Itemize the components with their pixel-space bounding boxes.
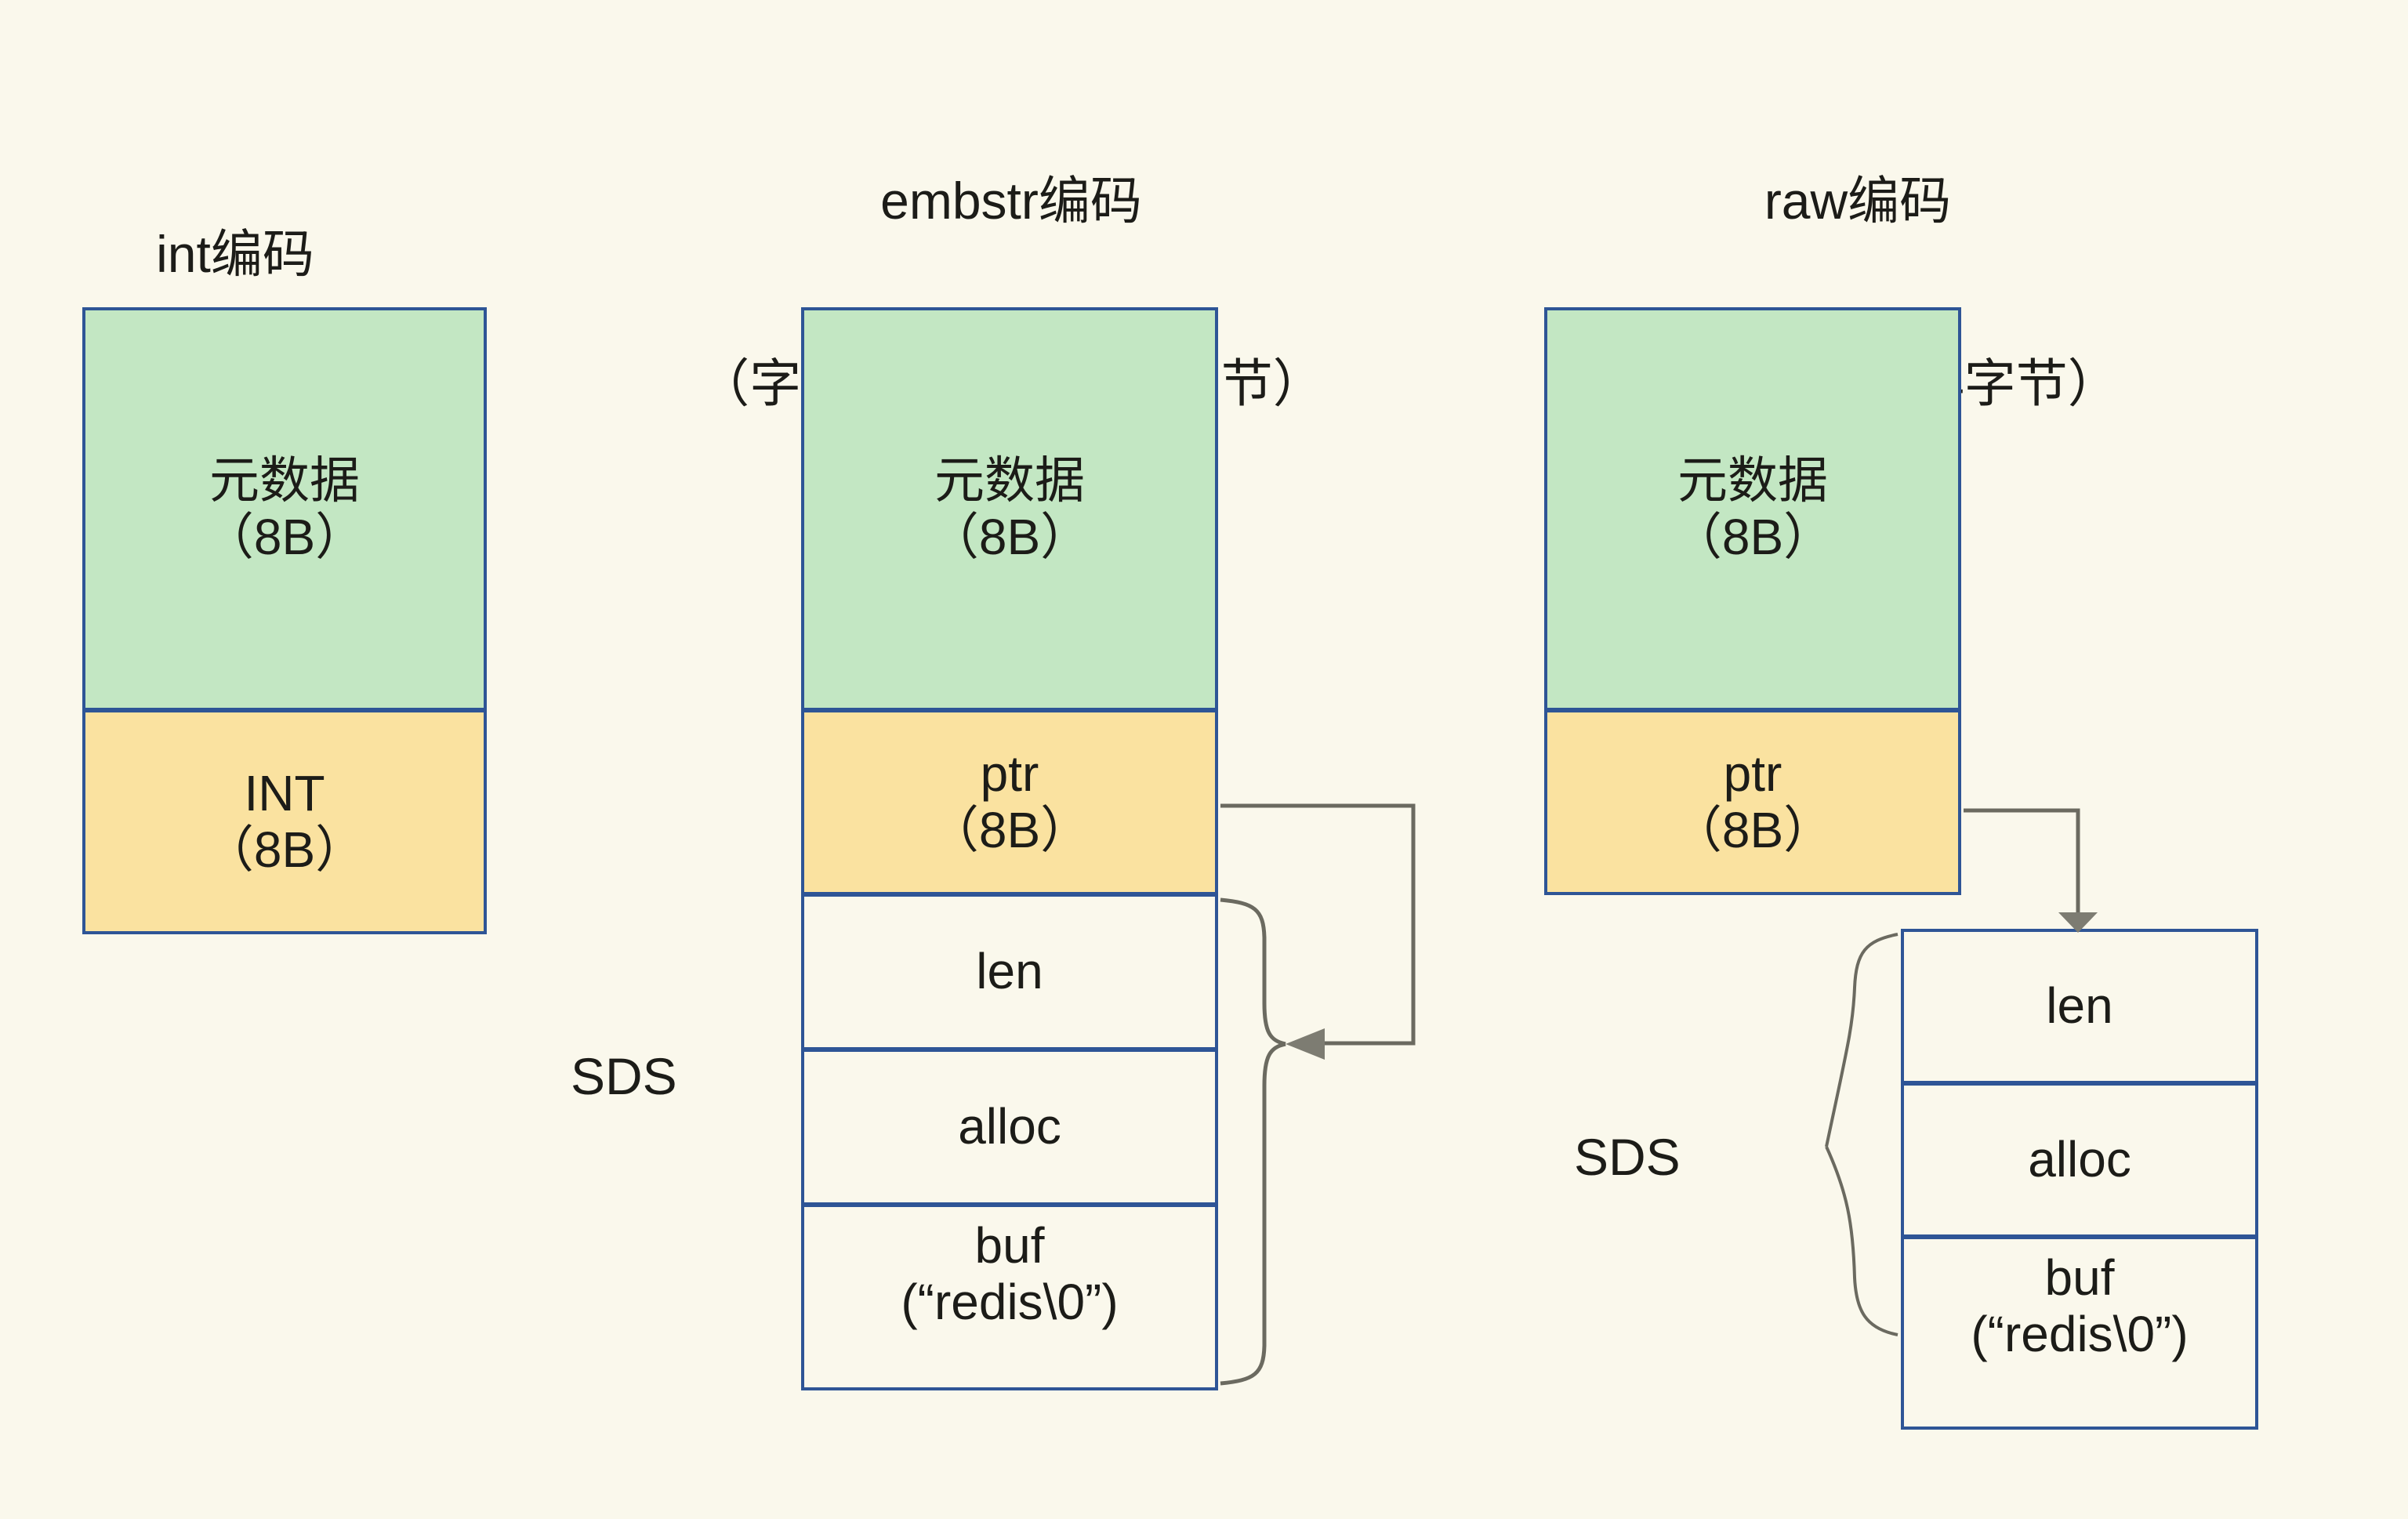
embstr-ptr-size: （8B）: [928, 801, 1091, 858]
raw-ptr-size: （8B）: [1671, 801, 1834, 858]
int-metadata-size: （8B）: [203, 508, 366, 565]
embstr-title-main: embstr编码: [880, 171, 1142, 230]
raw-ptr-cell: ptr （8B）: [1544, 709, 1961, 895]
embstr-sds-label: SDS: [571, 1047, 677, 1105]
embstr-alloc-label: alloc: [958, 1098, 1061, 1155]
embstr-ptr-label: ptr: [980, 745, 1039, 802]
raw-alloc-cell: alloc: [1901, 1082, 2258, 1238]
raw-len-cell: len: [1901, 929, 2258, 1084]
int-value-label: INT: [244, 764, 325, 821]
raw-buf-cell: buf (“redis\0”): [1901, 1236, 2258, 1430]
column-title-int: int编码: [31, 102, 439, 407]
int-value-cell: INT （8B）: [82, 709, 487, 934]
embstr-metadata-label: 元数据: [934, 451, 1085, 509]
embstr-buf-content: (“redis\0”): [901, 1273, 1119, 1330]
raw-ptr-label: ptr: [1723, 745, 1782, 802]
raw-buf-label: buf: [2044, 1249, 2115, 1306]
int-encoding-column: 元数据 （8B） INT （8B）: [0, 0, 549, 1519]
embstr-alloc-cell: alloc: [801, 1049, 1218, 1205]
raw-metadata-cell: 元数据 （8B）: [1544, 307, 1961, 711]
raw-alloc-label: alloc: [2028, 1131, 2131, 1188]
embstr-buf-label: buf: [974, 1217, 1045, 1274]
embstr-metadata-size: （8B）: [928, 508, 1091, 565]
raw-sds-label: SDS: [1574, 1128, 1681, 1186]
raw-metadata-size: （8B）: [1671, 508, 1834, 565]
embstr-metadata-cell: 元数据 （8B）: [801, 307, 1218, 711]
embstr-buf-cell: buf (“redis\0”): [801, 1204, 1218, 1390]
embstr-len-label: len: [976, 943, 1043, 1000]
int-metadata-label: 元数据: [209, 451, 360, 509]
embstr-ptr-cell: ptr （8B）: [801, 709, 1218, 895]
int-metadata-cell: 元数据 （8B）: [82, 307, 487, 711]
raw-metadata-label: 元数据: [1677, 451, 1828, 509]
raw-len-label: len: [2046, 977, 2113, 1035]
raw-title-main: raw编码: [1764, 171, 1952, 230]
int-value-size: （8B）: [203, 821, 366, 878]
int-title-main: int编码: [156, 224, 314, 283]
embstr-encoding-column: 元数据 （8B） ptr （8B） len alloc buf (“redis\…: [571, 307, 1218, 1390]
raw-buf-content: (“redis\0”): [1971, 1305, 2189, 1362]
